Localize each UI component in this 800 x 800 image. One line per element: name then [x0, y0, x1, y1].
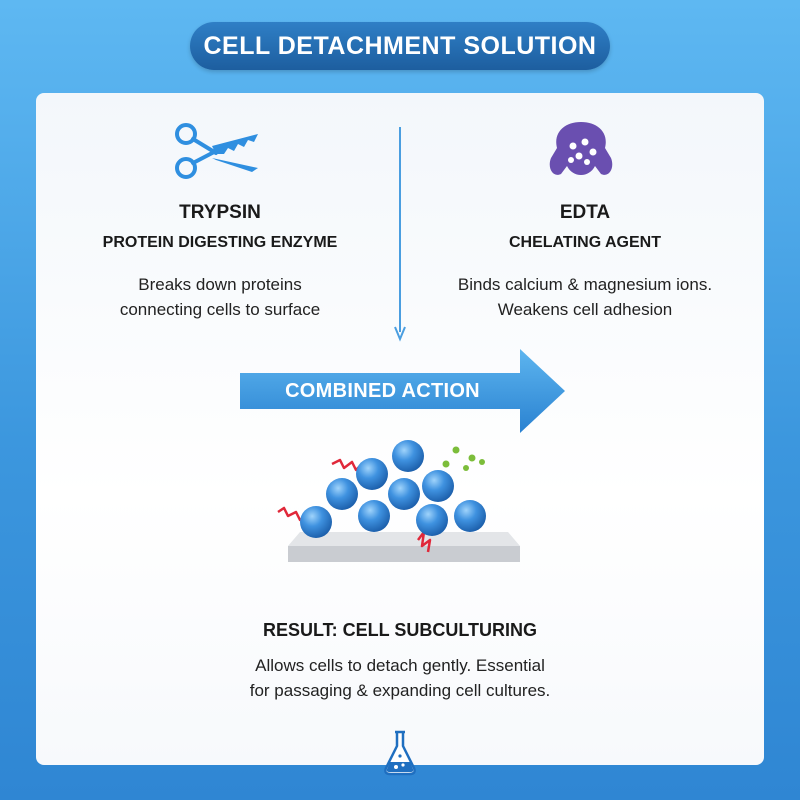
flask-icon [384, 730, 416, 776]
edta-type: CHELATING AGENT [509, 234, 661, 251]
edta-description-line2: Weakens cell adhesion [497, 300, 673, 319]
scissors-icon [175, 123, 258, 179]
ion-particles [442, 446, 485, 471]
trypsin-description-line1: Breaks down proteins [138, 275, 302, 294]
culture-surface [288, 532, 520, 546]
combined-action-arrow [240, 349, 565, 433]
trypsin-name: TRYPSIN [179, 202, 261, 223]
edta-description-line1: Binds calcium & magnesium ions. [457, 275, 713, 294]
cells-detaching-illustration [277, 440, 520, 562]
result-title: RESULT: CELL SUBCULTURING [263, 620, 537, 640]
cells [300, 440, 486, 538]
page-title: CELL DETACHMENT SOLUTION [190, 22, 610, 70]
result-description-line1: Allows cells to detach gently. Essential [255, 656, 545, 675]
chelator-icon [549, 122, 613, 175]
combined-action-label: COMBINED ACTION [285, 379, 480, 402]
trypsin-description-line2: connecting cells to surface [119, 300, 321, 319]
result-description: Allows cells to detach gently. Essential… [150, 653, 650, 703]
trypsin-type: PROTEIN DIGESTING ENZYME [102, 234, 338, 251]
edta-name: EDTA [559, 202, 611, 223]
divider-arrow [394, 127, 406, 342]
result-description-line2: for passaging & expanding cell cultures. [249, 681, 551, 700]
